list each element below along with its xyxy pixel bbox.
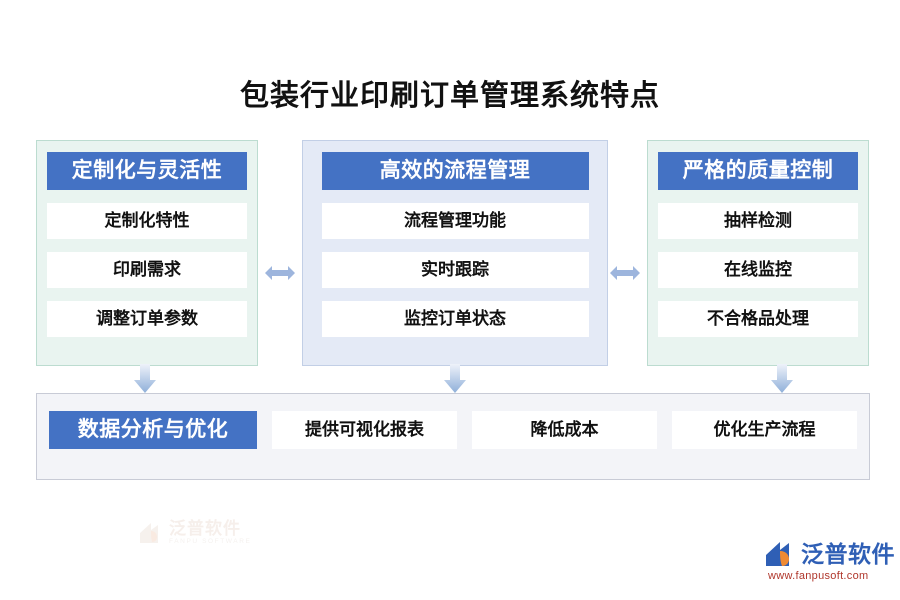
watermark-cn-2: 泛普软件 <box>169 519 241 539</box>
page-title: 包装行业印刷订单管理系统特点 <box>239 80 660 112</box>
bottom-panel-data-analysis: 数据分析与优化 提供可视化报表 降低成本 优化生产流程 <box>36 393 870 480</box>
double-arrow-horizontal-icon-2 <box>610 266 640 280</box>
brand-logo-top: 泛普软件 <box>765 540 895 568</box>
watermark-logo-icon-2 <box>138 520 164 546</box>
brand-logo-url: www.fanpusoft.com <box>768 570 869 582</box>
feature-column-process: 高效的流程管理 流程管理功能 实时跟踪 监控订单状态 <box>302 140 608 366</box>
column-item-2-3[interactable]: 监控订单状态 <box>321 301 589 337</box>
bottom-row: 数据分析与优化 提供可视化报表 降低成本 优化生产流程 <box>49 411 857 449</box>
watermark-bottom: 泛普软件 FANPU SOFTWARE <box>138 520 251 546</box>
column-header-2: 高效的流程管理 <box>321 152 589 190</box>
column-item-1-3[interactable]: 调整订单参数 <box>47 301 247 337</box>
column-item-1-2[interactable]: 印刷需求 <box>47 252 247 288</box>
arrow-down-icon-2 <box>444 364 466 393</box>
double-arrow-horizontal-icon-1 <box>265 266 295 280</box>
bottom-item-1[interactable]: 提供可视化报表 <box>272 411 457 449</box>
watermark-en-2: FANPU SOFTWARE <box>169 538 252 546</box>
feature-column-customization: 定制化与灵活性 定制化特性 印刷需求 调整订单参数 <box>36 140 258 366</box>
brand-logo: 泛普软件 www.fanpusoft.com <box>765 540 895 588</box>
watermark-swoosh-icon-2 <box>140 523 158 543</box>
brand-logo-text: 泛普软件 <box>801 540 895 567</box>
column-item-3-1[interactable]: 抽样检测 <box>658 203 858 239</box>
bottom-item-2[interactable]: 降低成本 <box>472 411 657 449</box>
column-item-2-1[interactable]: 流程管理功能 <box>321 203 589 239</box>
arrow-down-icon-3 <box>771 364 793 393</box>
column-header-1: 定制化与灵活性 <box>47 152 247 190</box>
watermark-text-2: 泛普软件 FANPU SOFTWARE <box>169 520 251 546</box>
column-item-2-2[interactable]: 实时跟踪 <box>321 252 589 288</box>
fanpu-logo-icon <box>766 542 789 566</box>
column-item-1-1[interactable]: 定制化特性 <box>47 203 247 239</box>
column-header-3: 严格的质量控制 <box>658 152 858 190</box>
feature-column-quality: 严格的质量控制 抽样检测 在线监控 不合格品处理 <box>647 140 869 366</box>
arrow-down-icon-1 <box>134 364 156 393</box>
bottom-header: 数据分析与优化 <box>49 411 257 449</box>
bottom-item-3[interactable]: 优化生产流程 <box>672 411 857 449</box>
column-item-3-2[interactable]: 在线监控 <box>658 252 858 288</box>
column-item-3-3[interactable]: 不合格品处理 <box>658 301 858 337</box>
